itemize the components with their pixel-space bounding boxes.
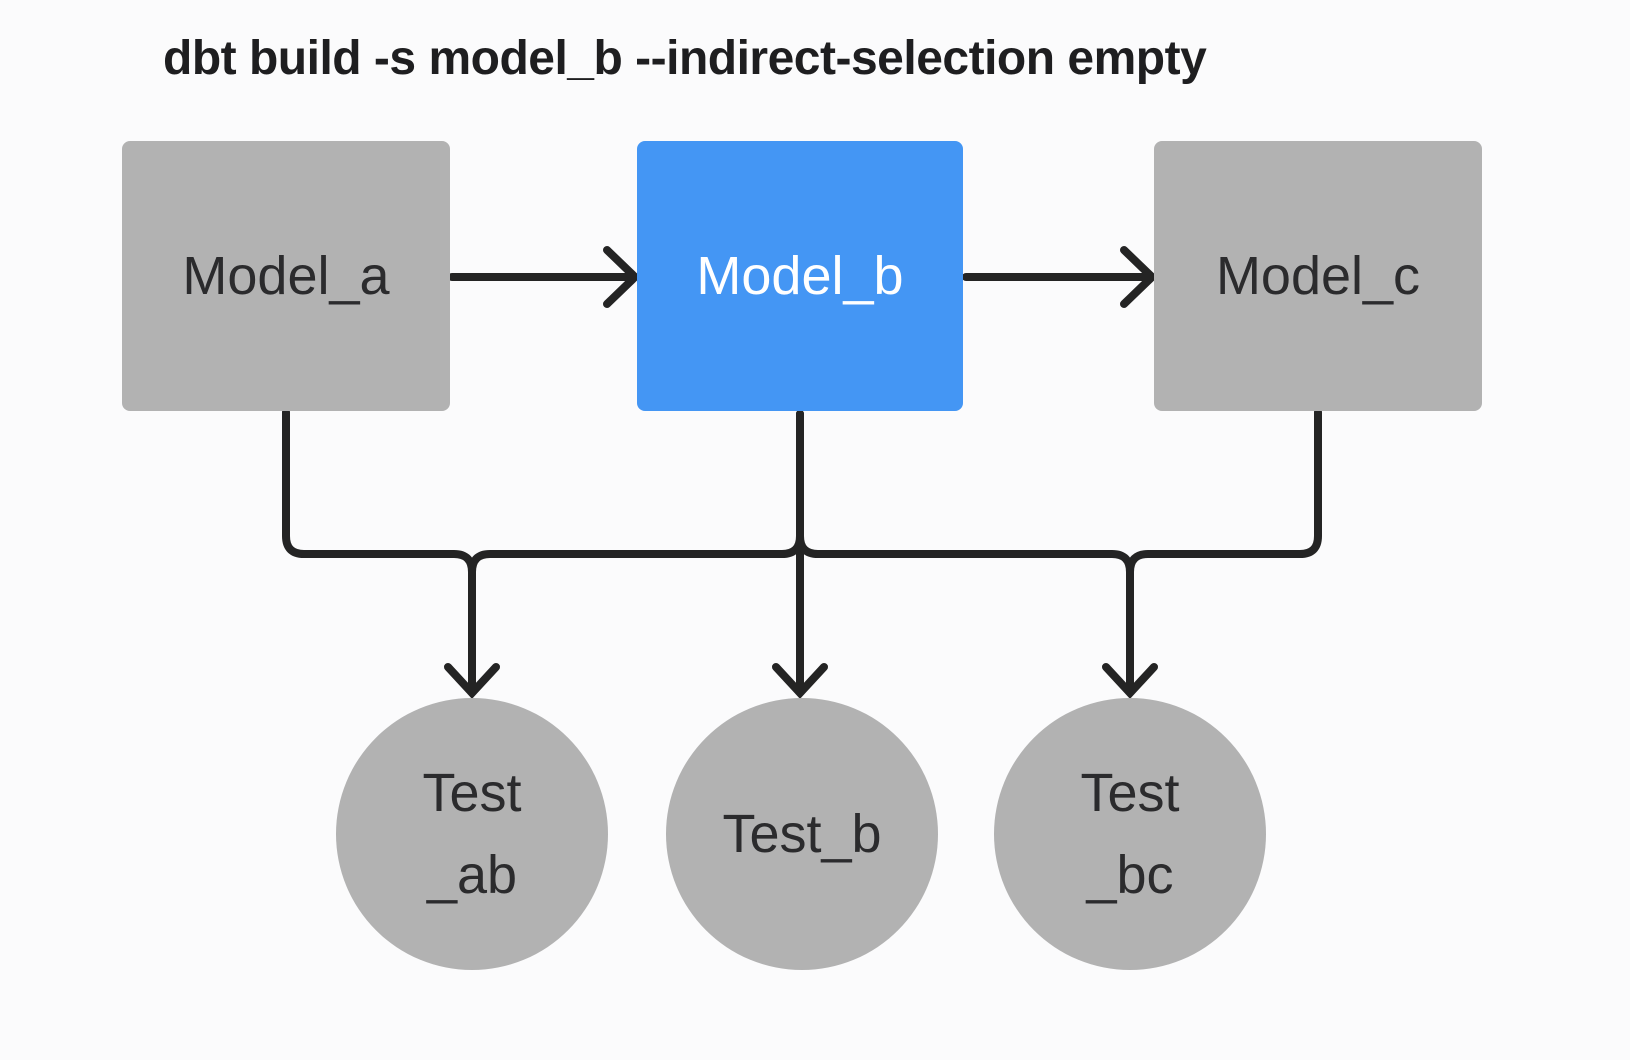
node-model-c-label: Model_c	[1215, 246, 1421, 306]
node-model-a: Model_a	[122, 141, 450, 411]
edge-model-b-to-test-ab	[468, 410, 804, 576]
node-test-bc: Test _bc	[994, 698, 1266, 970]
arrowhead-test-bc	[1102, 663, 1158, 699]
edge-model-a-to-test-ab	[282, 408, 476, 692]
arrowhead-model-c	[1120, 246, 1158, 308]
edge-model-b-to-test-bc	[796, 410, 1134, 576]
diagram-title: dbt build -s model_b --indirect-selectio…	[163, 32, 1207, 85]
node-test-ab-label-line2: _ab	[426, 845, 518, 905]
node-test-ab-label-line1: Test	[422, 763, 522, 823]
node-model-b-label: Model_b	[696, 246, 904, 306]
node-test-bc-label-line2: _bc	[1086, 845, 1174, 905]
node-model-a-label: Model_a	[182, 246, 390, 306]
node-test-b: Test_b	[666, 698, 938, 970]
node-test-ab: Test _ab	[336, 698, 608, 970]
node-test-bc-label-line1: Test	[1080, 763, 1180, 823]
node-model-b: Model_b	[637, 141, 963, 411]
arrowhead-test-ab	[444, 663, 500, 699]
arrowhead-test-b	[772, 663, 828, 699]
node-model-c: Model_c	[1154, 141, 1482, 411]
edge-model-c-to-test-bc	[1126, 408, 1322, 692]
arrowhead-model-b	[603, 246, 641, 308]
node-test-b-label: Test_b	[722, 804, 882, 864]
